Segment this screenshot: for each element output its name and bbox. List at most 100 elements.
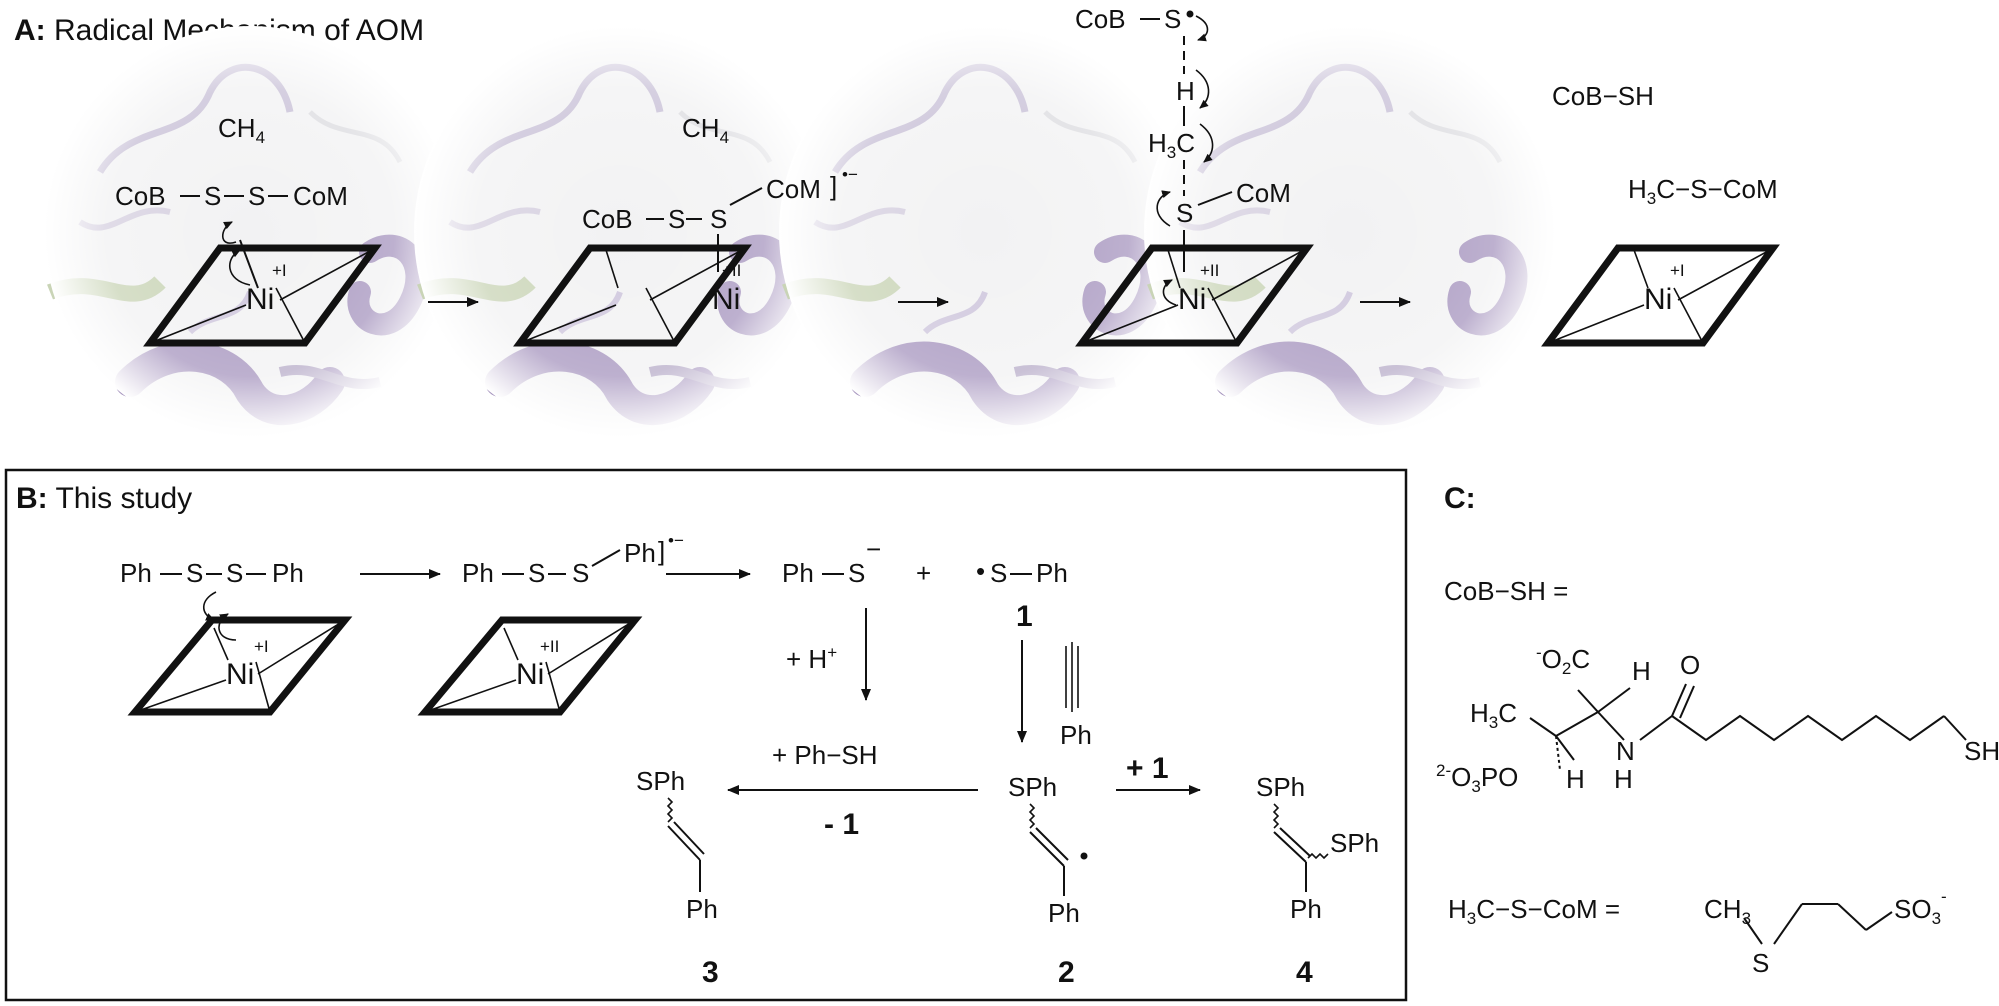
thiol-sh: SH [1964,736,1999,766]
panel-c-title: C: [1444,482,1476,515]
ph-alkyne: Ph [1060,720,1092,750]
sph-4b: SPh [1330,828,1379,858]
com-label-3: CoM [1236,178,1291,208]
ni-label-4: Ni [1644,283,1672,316]
cobsh-equals-label: CoB−SH = [1444,576,1568,606]
s2-label: S [248,181,265,211]
methane-label-2: CH4 [682,113,729,147]
h-atom-label: H [1176,76,1195,106]
com-s-label: S [1752,948,1769,978]
stage-a4: CoB−SH H3C−S−CoM Ni +I [1541,81,1780,347]
ph-b2: Ph [462,558,494,588]
ox-state-1: +I [272,261,287,280]
ox-state-3: +II [1200,261,1219,280]
protein-bg-1 [44,26,456,438]
minus-1-label: - 1 [824,808,859,841]
stage-a3: CoB S H H3C S CoM Ni +II [1075,4,1314,347]
h3c-s-com-equals-label: H3C−S−CoM = [1448,894,1620,928]
stage-b2: Ph S S Ph ] •− Ni +II [417,531,684,716]
com-label-2: CoM [766,174,821,204]
s-radical-label: S [1164,4,1181,34]
s2-label-2: S [710,204,727,234]
plus-sign: + [916,558,931,588]
cob-label-2: CoB [582,204,633,234]
ph-thiolate: Ph [782,558,814,588]
panel-b-frame [4,468,1408,1002]
stage-a1: CH4 CoB S S CoM Ni +I [115,113,382,347]
bracket-2: ] [830,171,837,201]
ph-right: Ph [272,558,304,588]
ox-b2: +II [540,637,559,656]
cob-sh-structure: -O2C H O H3C N H SH H 2-O3PO [1436,643,1999,796]
stage-a2: CH4 CoB S S CoM ] •− Ni +II [513,113,858,347]
radical-dot-b: • [976,556,985,586]
h3c-c-label: H3C [1470,698,1517,732]
cob-label-3: CoB [1075,4,1126,34]
compound-4-label: 4 [1296,956,1313,989]
compound-4: SPh SPh Ph 4 [1256,772,1379,989]
h3c-label: H3C [1148,128,1195,162]
com-structure: H3C−S−CoM = CH3 S SO3- [1448,887,1947,978]
plus-phsh-label: + Ph−SH [772,740,878,770]
porphyrin-plane-4 [1541,244,1780,347]
cob-sh-label: CoB−SH [1552,81,1654,111]
sph-3: SPh [636,766,685,796]
ni-label: Ni [246,283,274,316]
compound-3: SPh Ph 3 [636,766,719,989]
ox-b1: +I [254,637,269,656]
radical-anion-b2: •− [668,531,684,550]
ni-label-2: Ni [712,283,740,316]
s-radical: S [990,558,1007,588]
ch3-label: CH3 [1704,894,1751,928]
porphyrin-plane-2 [513,244,752,347]
methane-label: CH4 [218,113,265,147]
h3c-s-com-label: H3C−S−CoM [1628,174,1778,208]
ni-b2: Ni [516,658,544,691]
compound-3-label: 3 [702,956,719,989]
stage-b3: Ph S − + • S Ph 1 [782,534,1068,633]
carbonyl-o: O [1680,650,1700,680]
so3-label: SO3- [1894,887,1947,928]
s-right: S [226,558,243,588]
s-label-3: S [1176,198,1193,228]
sph-4a: SPh [1256,772,1305,802]
plus-1-label: + 1 [1126,752,1169,785]
ni-label-3: Ni [1178,283,1206,316]
s2-b2: S [572,558,589,588]
s-thiolate: S [848,558,865,588]
carboxylate-label: -O2C [1536,643,1590,678]
ph-radical: Ph [1036,558,1068,588]
ph-left: Ph [120,558,152,588]
protein-bg-4 [1144,26,1556,438]
phosphate-label: 2-O3PO [1436,761,1518,796]
porphyrin-plane-1 [143,244,382,347]
s-left: S [186,558,203,588]
com-label: CoM [293,181,348,211]
ph-4: Ph [1290,894,1322,924]
plus-h-label: + H+ [786,643,837,674]
panel-b-title: B: This study [16,482,192,515]
radical-dot-a3 [1186,10,1194,18]
ni-b1: Ni [226,658,254,691]
ox-state-2: +II [722,261,741,280]
stage-b1: Ph S S Ph Ni +I [120,558,353,716]
bracket-b2: ] [658,536,665,566]
porphyrin-plane-3 [1075,244,1314,347]
radical-anion-2: •− [842,165,858,184]
ph-3: Ph [686,894,718,924]
s1-b2: S [528,558,545,588]
ph2-b2: Ph [624,538,656,568]
thiolate-charge: − [866,534,881,564]
cob-label: CoB [115,181,166,211]
protein-bg-3 [779,26,1191,438]
s1-label: S [204,181,221,211]
s1-label-2: S [668,204,685,234]
compound-1-label: 1 [1016,600,1033,633]
ph-2: Ph [1048,898,1080,928]
amide-h: H [1614,764,1633,794]
compound-2: SPh Ph 2 [1008,772,1088,989]
sph-2: SPh [1008,772,1057,802]
compound-2-label: 2 [1058,956,1075,989]
h-beta: H [1566,764,1585,794]
